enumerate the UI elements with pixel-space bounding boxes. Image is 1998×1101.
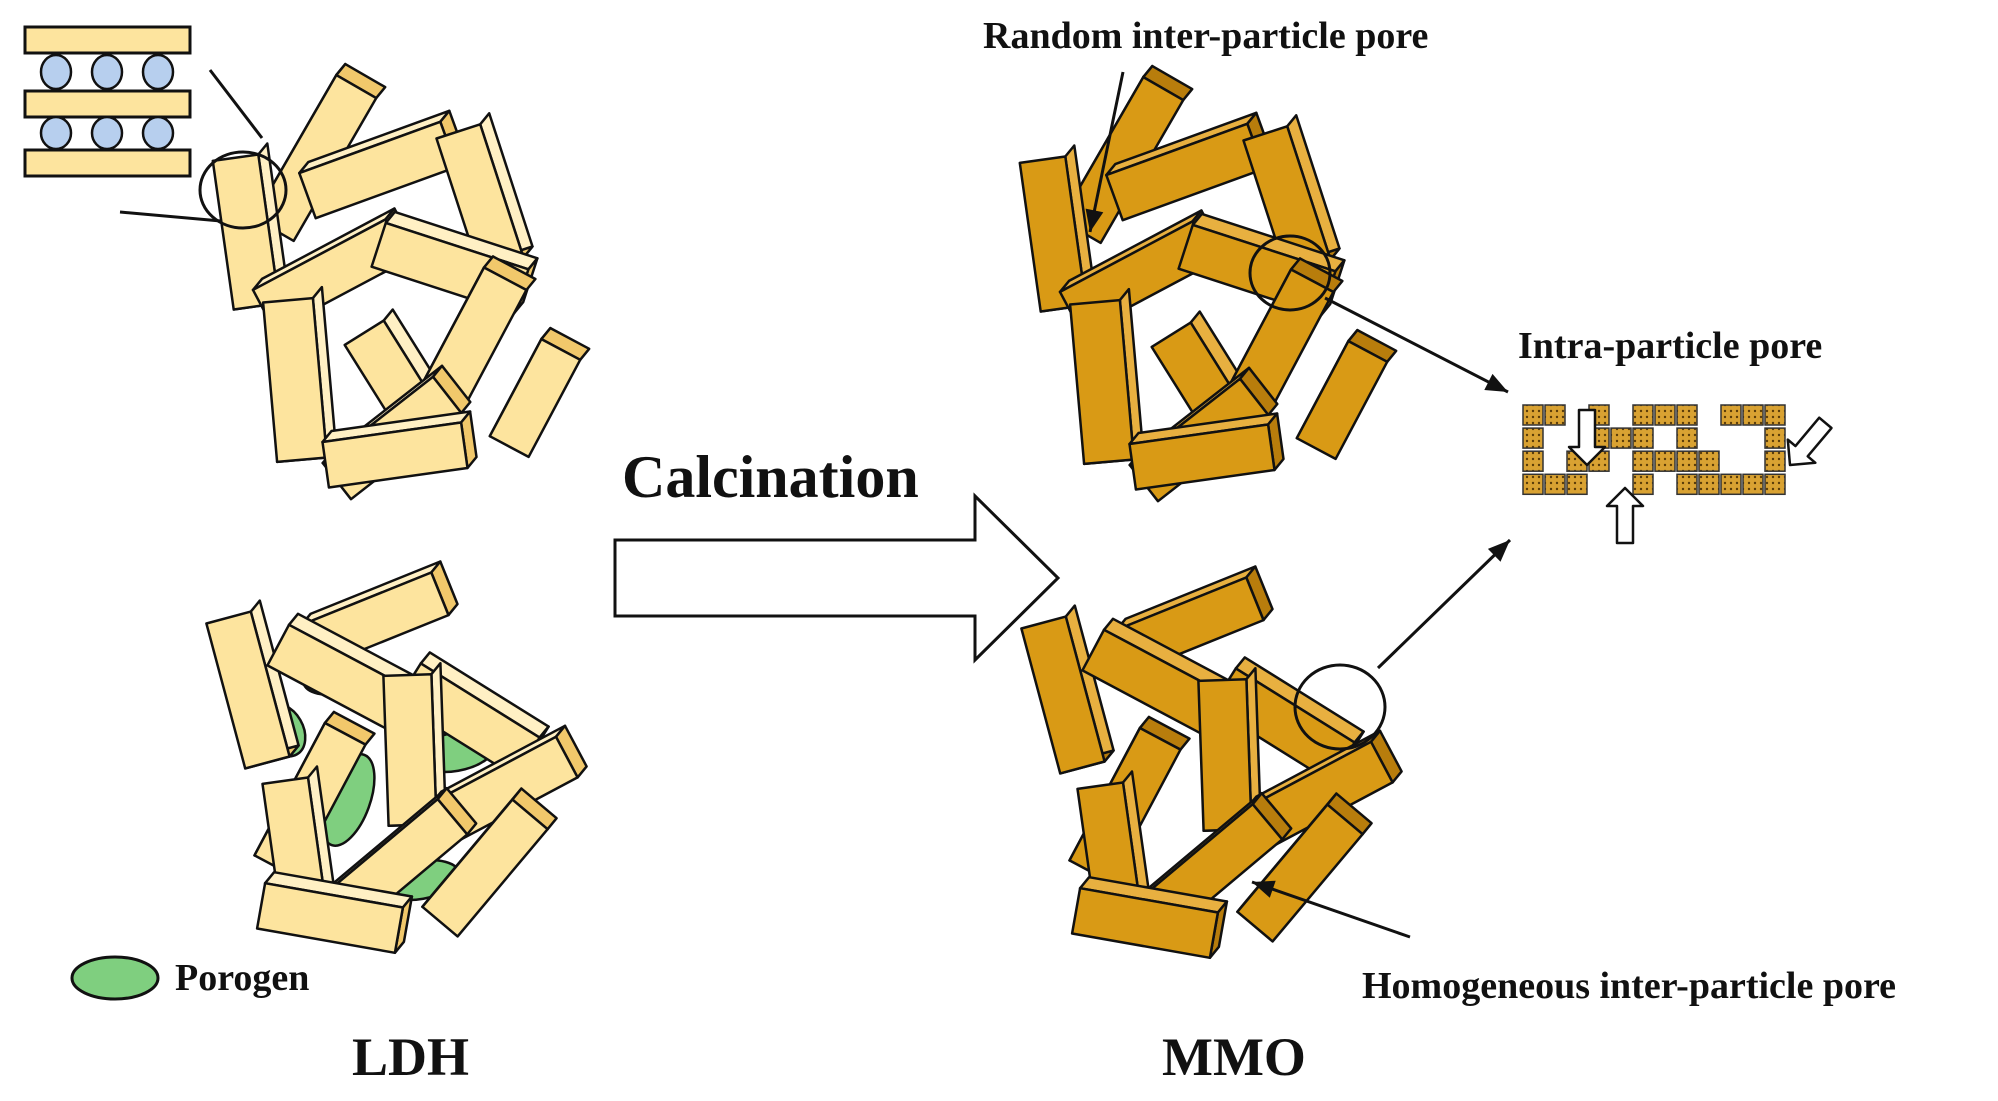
- pore-block-cell: [1742, 404, 1764, 426]
- mmo-homogeneous-particle-cluster: [1020, 565, 1403, 960]
- pore-block-cell: [1764, 473, 1786, 496]
- pore-block-cell: [1522, 427, 1544, 449]
- pore-block-cell: [1676, 473, 1698, 496]
- pore-block-cell: [1698, 473, 1720, 496]
- mmo-particle: [1018, 144, 1097, 313]
- ldh-particle: [211, 142, 290, 311]
- pore-block-cell: [1632, 450, 1654, 472]
- pore-block-cell: [1632, 404, 1654, 426]
- ldh-particle: [321, 410, 478, 489]
- porogen-legend-swatch: [70, 955, 160, 1001]
- mmo-particle: [1070, 875, 1229, 960]
- ldh-random-particle-cluster: [211, 62, 591, 501]
- mmo-particle: [1020, 604, 1115, 775]
- pore-block-cell: [1544, 473, 1566, 496]
- pore-block-cell: [1632, 473, 1654, 496]
- mmo-bottom-magnifier-circle: [1293, 663, 1387, 751]
- random-pore-label: Random inter-particle pore: [983, 15, 1428, 57]
- calcination-label: Calcination: [622, 444, 919, 510]
- pore-block-cell: [1522, 473, 1544, 496]
- pore-block-cell: [1566, 473, 1588, 496]
- pore-block-cell: [1522, 450, 1544, 472]
- ldh-particle: [488, 326, 591, 459]
- pore-block-cell: [1632, 427, 1654, 449]
- pore-block-cell: [1720, 404, 1742, 426]
- pore-block-cell: [1544, 404, 1566, 426]
- interlayer-anion: [39, 115, 73, 151]
- mmo-particle: [1128, 412, 1285, 491]
- intra-pore-hollow-arrow: [1567, 408, 1607, 467]
- mmo-particle: [1197, 666, 1262, 833]
- random-pore-arrow: [1085, 71, 1125, 233]
- pore-block-cell: [1654, 404, 1676, 426]
- mmo-top-to-block-arrow: [1324, 296, 1509, 394]
- ldh-particle: [421, 787, 558, 938]
- homogeneous-pore-arrow: [1251, 880, 1411, 939]
- mmo-bottom-to-block-arrow: [1376, 538, 1512, 670]
- mmo-top-magnifier-circle: [1248, 234, 1332, 312]
- ldh-particle: [255, 870, 414, 955]
- interlayer-anions-row-1: [39, 53, 175, 91]
- interlayer-anion: [90, 53, 124, 91]
- interlayer-anion: [39, 53, 73, 91]
- pore-block-cell: [1742, 473, 1764, 496]
- pore-block-cell: [1522, 404, 1544, 426]
- ldh-porogen-particle-cluster: [205, 560, 588, 955]
- mmo-particle: [1295, 328, 1398, 461]
- annotation-arrows: [1085, 71, 1833, 939]
- pore-block-cell: [1720, 473, 1742, 496]
- pore-block-cell: [1676, 450, 1698, 472]
- pore-block-cell: [1676, 404, 1698, 426]
- ldh-caption: LDH: [352, 1027, 469, 1087]
- ldh-particle: [205, 599, 300, 770]
- interlayer-anion: [141, 115, 175, 151]
- intra-particle-pore-block: [1522, 404, 1786, 496]
- intra-pore-hollow-arrow: [1786, 416, 1833, 467]
- intra-particle-pore-label: Intra-particle pore: [1518, 325, 1822, 367]
- mmo-caption: MMO: [1162, 1027, 1306, 1087]
- mmo-particle: [1068, 287, 1145, 466]
- pore-block-cell: [1764, 404, 1786, 426]
- interlayer-anion: [141, 53, 175, 91]
- porogen-legend-label: Porogen: [175, 957, 309, 999]
- ldh-particle: [261, 285, 338, 464]
- pore-block-cell: [1764, 450, 1786, 472]
- pore-block-cell: [1676, 427, 1698, 449]
- ldh-layer-structure-inset: [23, 25, 264, 224]
- pore-block-cell: [1610, 427, 1632, 449]
- inset-pointer-line-bottom: [119, 210, 233, 224]
- homogeneous-pore-label: Homogeneous inter-particle pore: [1362, 965, 1896, 1007]
- interlayer-anions-row-2: [39, 115, 175, 151]
- pore-block-cell: [1654, 450, 1676, 472]
- calcination-arrow: [613, 492, 1061, 664]
- intra-pore-hollow-arrow: [1605, 486, 1645, 545]
- interlayer-anion: [90, 115, 124, 151]
- pore-block-cell: [1764, 427, 1786, 449]
- ldh-magnifier-circle: [198, 150, 288, 230]
- pore-block-cell: [1698, 450, 1720, 472]
- mmo-random-particle-cluster: [1018, 64, 1398, 503]
- inset-pointer-line-top: [208, 69, 264, 139]
